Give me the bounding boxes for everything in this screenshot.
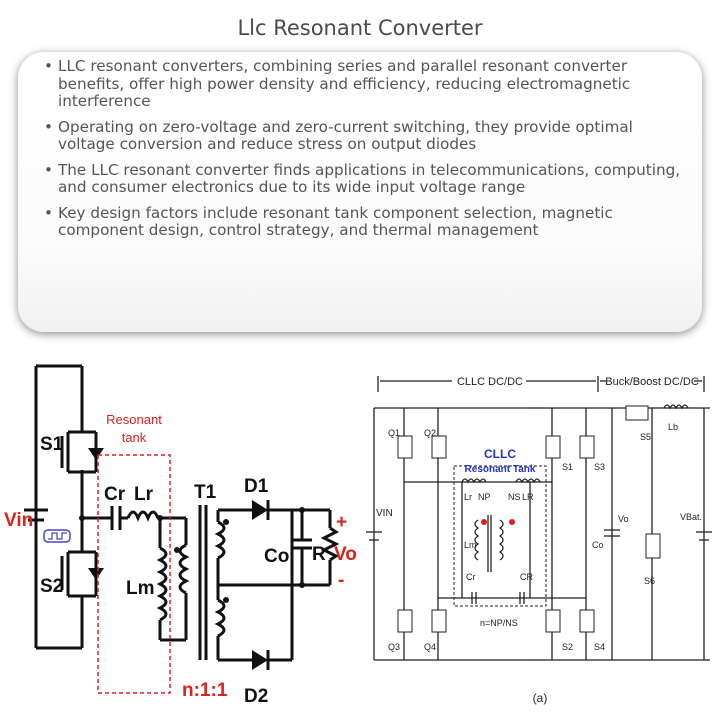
vbat-label: VBat. [680,512,702,522]
tank-title-1: CLLC [484,447,516,461]
buckboost-label: Buck/Boost DC/DC [605,376,699,388]
s6-label: S6 [644,576,655,586]
q4-label: Q4 [424,642,436,652]
s5-label: S5 [640,432,651,442]
q1-label: Q1 [388,428,400,438]
bullet-list: • LLC resonant converters, combining seri… [18,52,702,240]
lr-label: Lr [134,484,154,505]
s2-label: S2 [562,642,573,652]
t1-label: T1 [194,482,217,503]
vin-label: Vin [4,510,33,531]
s2-label: S2 [40,576,63,597]
vo-label: Vo [334,544,357,565]
lb-label: Lb [668,422,678,432]
q2-label: Q2 [424,428,436,438]
resonant-tank-box [97,454,171,694]
co-label: Co [264,546,289,567]
bullet-item: • The LLC resonant converter finds applic… [44,160,684,197]
lr-left-label: Lr [464,492,472,502]
bullet-item: • LLC resonant converters, combining seri… [44,57,684,111]
bullet-text: The LLC resonant converter finds applica… [58,160,681,196]
turns-ratio-label: n=NP/NS [480,618,518,628]
d2-label: D2 [244,686,268,707]
bullet-item: • Key design factors include resonant tan… [44,203,684,240]
gate-signal-icon [43,529,71,543]
bullet-text: Key design factors include resonant tank… [58,203,613,239]
s4-label: S4 [594,642,605,652]
cr-label: Cr [104,484,126,505]
cr-left-label: Cr [466,572,476,582]
plus-label: + [336,512,347,533]
cllc-dcdc-label: CLLC DC/DC [457,376,523,388]
s1-label: S1 [40,434,64,455]
ns-label: NS [508,492,521,502]
np-label: NP [478,492,491,502]
lm-label: Lm [126,578,155,599]
co-label: Co [592,540,604,550]
d1-label: D1 [244,476,269,497]
bullet-dot: • [44,203,53,222]
vin-label: VIN [376,508,393,519]
cllc-schematic: CLLC DC/DC Buck/Boost DC/DC CLLC Resonan… [366,376,712,705]
figure-caption: (a) [533,691,548,705]
bullet-item: • Operating on zero-voltage and zero-curr… [44,117,684,154]
lm-label: Lm [464,540,477,550]
r-label: R [312,544,326,565]
s1-label: S1 [562,462,573,472]
minus-label: - [338,570,344,591]
summary-card: • LLC resonant converters, combining seri… [18,52,702,332]
resonant-tank-label-2: tank [122,430,147,445]
page-title: Llc Resonant Converter [237,16,483,40]
cllc-tank-box [453,465,547,607]
bullet-text: LLC resonant converters, combining serie… [58,57,631,110]
bullet-dot: • [44,117,53,136]
tank-title-2: Resonant Tank [465,464,536,475]
cr-right-label: CR [520,572,533,582]
bullet-dot: • [44,160,53,179]
ratio-label: n:1:1 [182,680,228,701]
lr-right-label: LR [522,492,534,502]
s3-label: S3 [594,462,605,472]
resonant-tank-label-1: Resonant [106,412,162,427]
bullet-text: Operating on zero-voltage and zero-curre… [58,117,633,153]
q3-label: Q3 [388,642,400,652]
vo-label: Vo [618,514,629,524]
llc-schematic: Resonant tank Vin S1 S2 Cr Lr Lm T1 D1 D… [4,364,357,707]
bullet-dot: • [44,57,53,75]
